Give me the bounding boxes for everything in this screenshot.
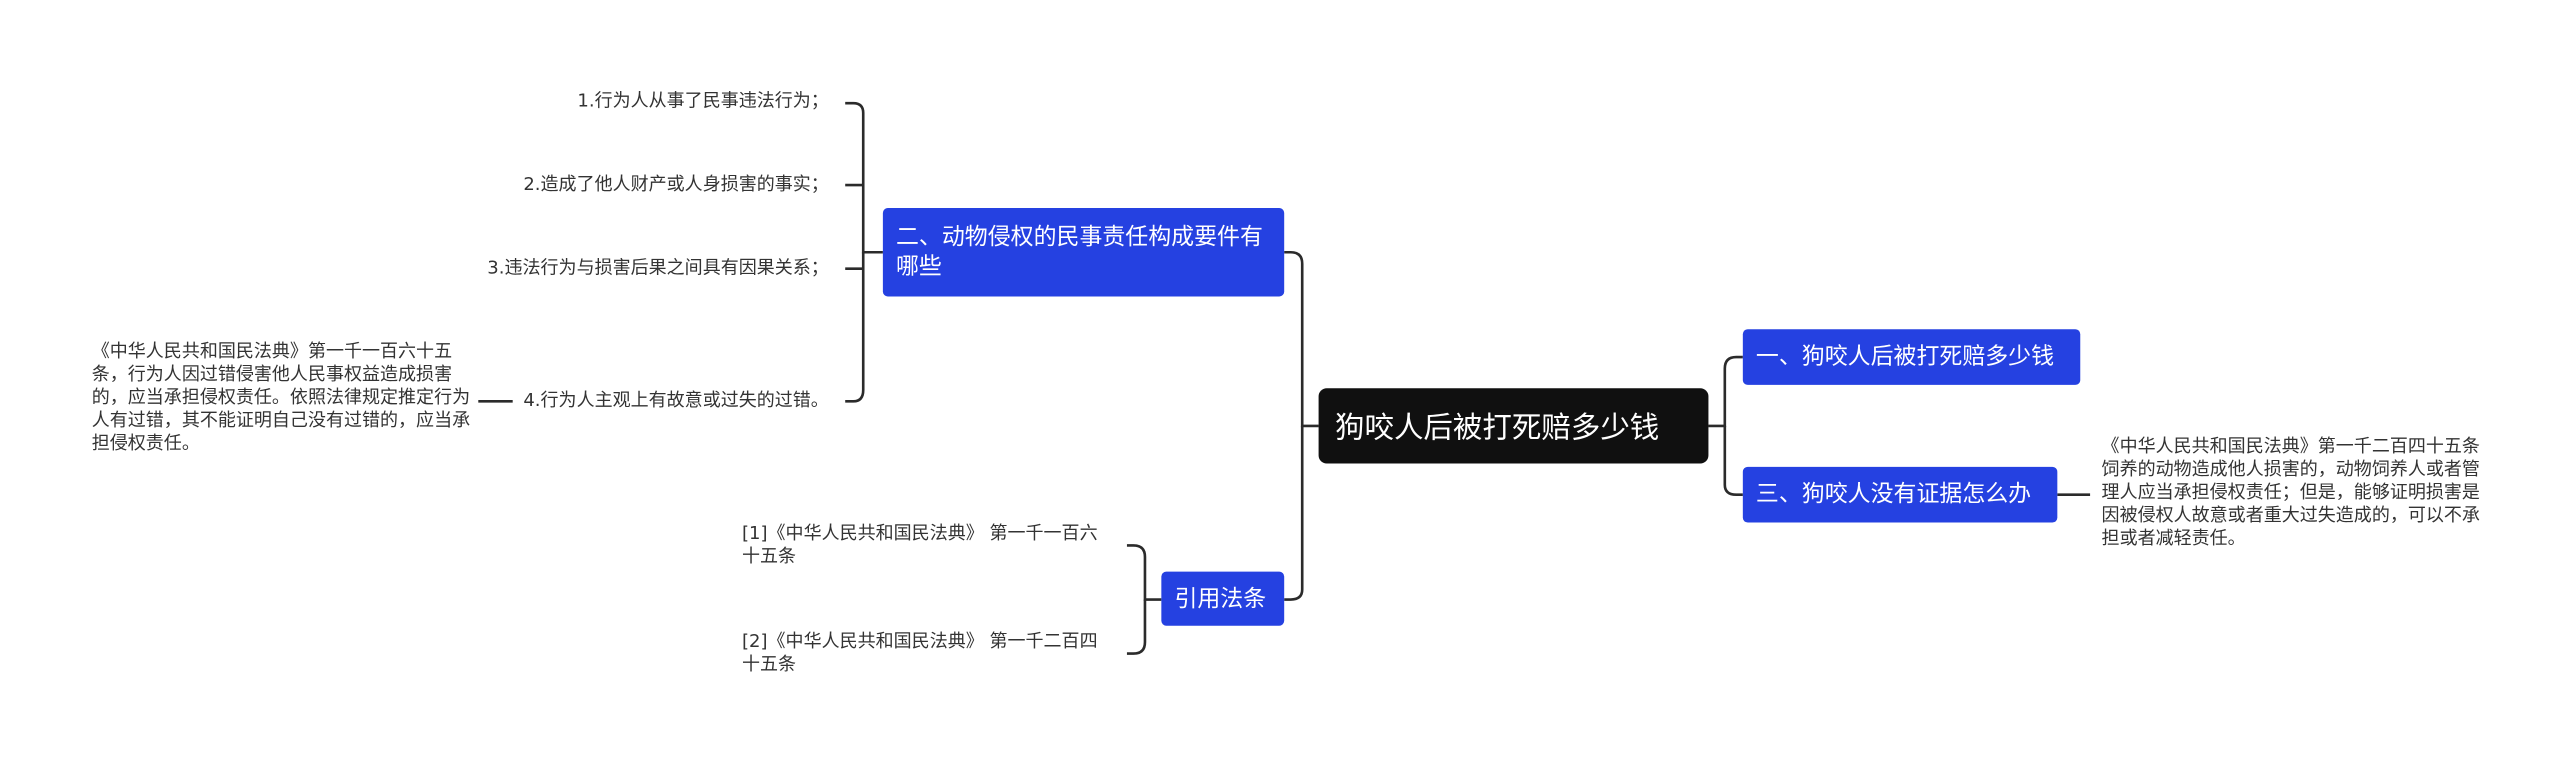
citation-leaf-2[interactable]: [2]《中华人民共和国民法典》 第一千二百四十五条	[742, 630, 1098, 675]
leaf-requirement-1[interactable]: 1.行为人从事了民事违法行为；	[577, 90, 829, 112]
note-civil-code-1165[interactable]: 《中华人民共和国民法典》第一千一百六十五条，行为人因过错侵害他人民事权益造成损害…	[91, 340, 471, 454]
leaf-requirement-3[interactable]: 3.违法行为与损害后果之间具有因果关系；	[487, 257, 829, 279]
link-root-to-branch-citations	[1284, 425, 1304, 601]
leaf-requirement-4[interactable]: 4.行为人主观上有故意或过失的过错。	[523, 389, 829, 412]
leaf-requirement-2[interactable]: 2.造成了他人财产或人身损害的事实；	[523, 173, 829, 195]
branch-node-no-evidence[interactable]: 三、狗咬人没有证据怎么办	[1742, 466, 2058, 523]
link-requirements-leaf-1	[845, 101, 883, 254]
branch-node-compensation[interactable]: 一、狗咬人后被打死赔多少钱	[1742, 329, 2081, 385]
link-citations-leaf-2	[1126, 599, 1147, 655]
branch-node-citations[interactable]: 引用法条	[1161, 571, 1285, 626]
link-requirements-leaf-4	[845, 252, 865, 403]
link-root-to-branch-requirements	[1284, 250, 1319, 428]
link-root-to-branch-no-evidence	[1723, 425, 1743, 496]
citation-leaf-1[interactable]: [1]《中华人民共和国民法典》 第一千一百六十五条	[742, 522, 1098, 567]
note-civil-code-1245[interactable]: 《中华人民共和国民法典》第一千二百四十五条饲养的动物造成他人损害的，动物饲养人或…	[2101, 435, 2480, 549]
root-node[interactable]: 狗咬人后被打死赔多少钱	[1318, 388, 1709, 464]
link-citations-leaf-1	[1126, 544, 1162, 601]
link-root-to-branch-compensation	[1708, 355, 1743, 428]
branch-node-requirements[interactable]: 二、动物侵权的民事责任构成要件有哪些	[882, 208, 1285, 297]
